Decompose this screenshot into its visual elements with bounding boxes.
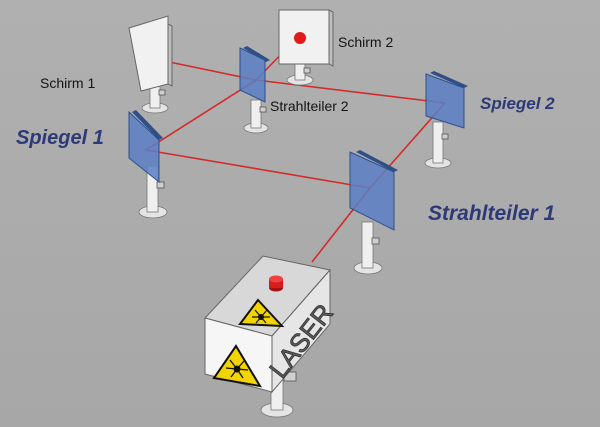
schirm1-assembly xyxy=(128,15,173,114)
label-strahlteiler1: Strahlteiler 1 xyxy=(428,202,555,225)
beam-spiegel2-to-strahlteiler2 xyxy=(255,79,446,104)
laser-aperture xyxy=(269,275,283,283)
schirm1-screen xyxy=(128,15,169,92)
strahlteiler1-assembly xyxy=(349,150,398,275)
beam-spiegel1-to-strahlteiler2 xyxy=(145,79,257,151)
laser-warning-icon-top xyxy=(238,298,285,328)
label-spiegel2: Spiegel 2 xyxy=(480,94,555,113)
laser-warning-icon-front xyxy=(212,344,262,388)
beam-strahlteiler1-to-spiegel1 xyxy=(145,149,371,189)
label-schirm2: Schirm 2 xyxy=(338,34,393,50)
strahlteiler2-assembly xyxy=(239,46,270,134)
spiegel1-assembly xyxy=(128,110,168,219)
interference-spot xyxy=(294,32,306,44)
laser-box-side xyxy=(271,268,331,394)
laser-assembly: LASER xyxy=(204,255,340,418)
label-strahlteiler2: Strahlteiler 2 xyxy=(270,98,349,114)
schirm2-assembly xyxy=(278,9,334,86)
spiegel1-glass xyxy=(128,110,160,184)
spiegel2-glass xyxy=(425,73,465,129)
strahlteiler2-glass xyxy=(239,47,266,103)
strahlteiler1-glass xyxy=(349,151,395,231)
label-schirm1: Schirm 1 xyxy=(40,75,95,91)
spiegel2-assembly xyxy=(424,71,468,169)
label-spiegel1: Spiegel 1 xyxy=(16,127,104,149)
